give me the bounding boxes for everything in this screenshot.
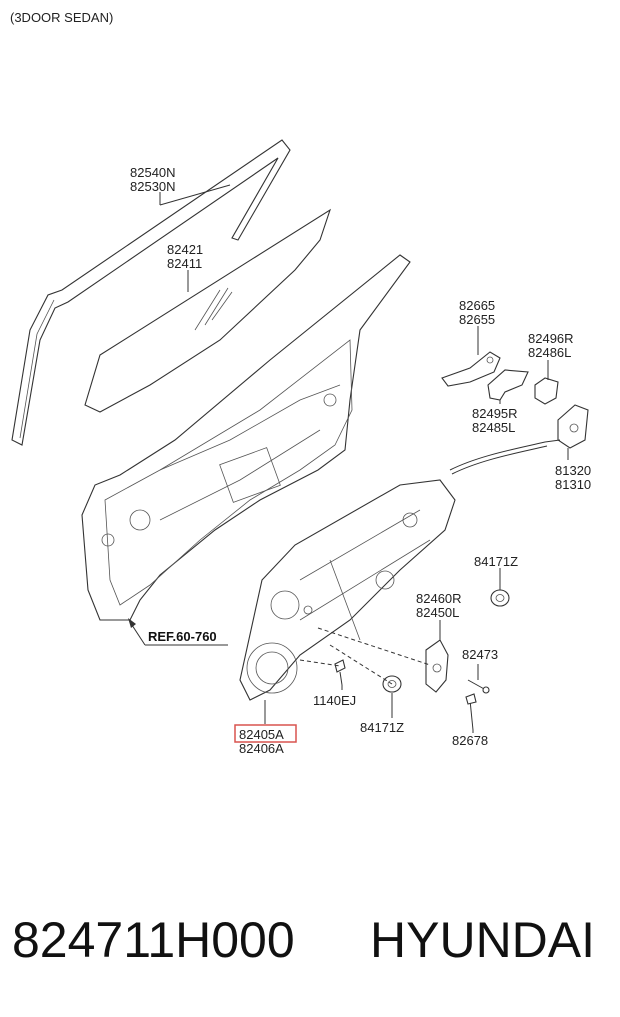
label-latch-cable-1: 81320 (555, 463, 591, 478)
door-glass (84, 208, 332, 413)
window-regulator (425, 639, 449, 693)
label-screw: 82678 (452, 733, 488, 748)
label-small-screw: 1140EJ (313, 693, 356, 708)
latch-bracket (534, 377, 559, 405)
label-regulator-1: 82460R (416, 591, 462, 606)
label-run-channel-1: 82540N (130, 165, 176, 180)
small-screw (334, 659, 346, 686)
label-module-panel-highlighted: 82405A (239, 727, 284, 742)
door-module-panel (239, 479, 456, 701)
label-regulator-2: 82450L (416, 605, 459, 620)
door-latch (557, 404, 589, 449)
label-latch-bracket-2: 82486L (528, 345, 571, 360)
label-outside-handle-2: 82655 (459, 312, 495, 327)
reference-label: REF.60-760 (148, 629, 217, 644)
label-glass-1: 82421 (167, 242, 203, 257)
screw (465, 693, 477, 731)
label-outside-handle-1: 82665 (459, 298, 495, 313)
label-cap-lower: 84171Z (360, 720, 404, 735)
label-run-channel-2: 82530N (130, 179, 176, 194)
door-shell (81, 254, 411, 621)
label-handle-bracket-1: 82495R (472, 406, 518, 421)
label-latch-bracket-1: 82496R (528, 331, 574, 346)
leader-lines (159, 184, 569, 733)
outside-handle (441, 351, 501, 387)
assembly-lines (299, 627, 431, 685)
footer-part-number: 824711H000 (12, 912, 295, 968)
callout-labels: 82540N 82530N 82421 82411 82665 82655 82… (130, 165, 591, 756)
cap-upper (490, 589, 510, 607)
diagram-variant-label: (3DOOR SEDAN) (10, 10, 113, 25)
label-cap-upper: 84171Z (474, 554, 518, 569)
glass-run-channel (11, 139, 291, 446)
handle-bracket (487, 369, 529, 401)
highlight-box (234, 724, 297, 743)
label-bolt: 82473 (462, 647, 498, 662)
reference-pointer: REF.60-760 (128, 618, 228, 646)
latch-cable (449, 439, 561, 475)
label-handle-bracket-2: 82485L (472, 420, 515, 435)
label-module-panel: 82406A (239, 741, 284, 756)
footer-brand: HYUNDAI (370, 912, 596, 968)
label-latch-cable-2: 81310 (555, 477, 591, 492)
label-glass-2: 82411 (167, 256, 202, 271)
bolt (467, 679, 490, 694)
